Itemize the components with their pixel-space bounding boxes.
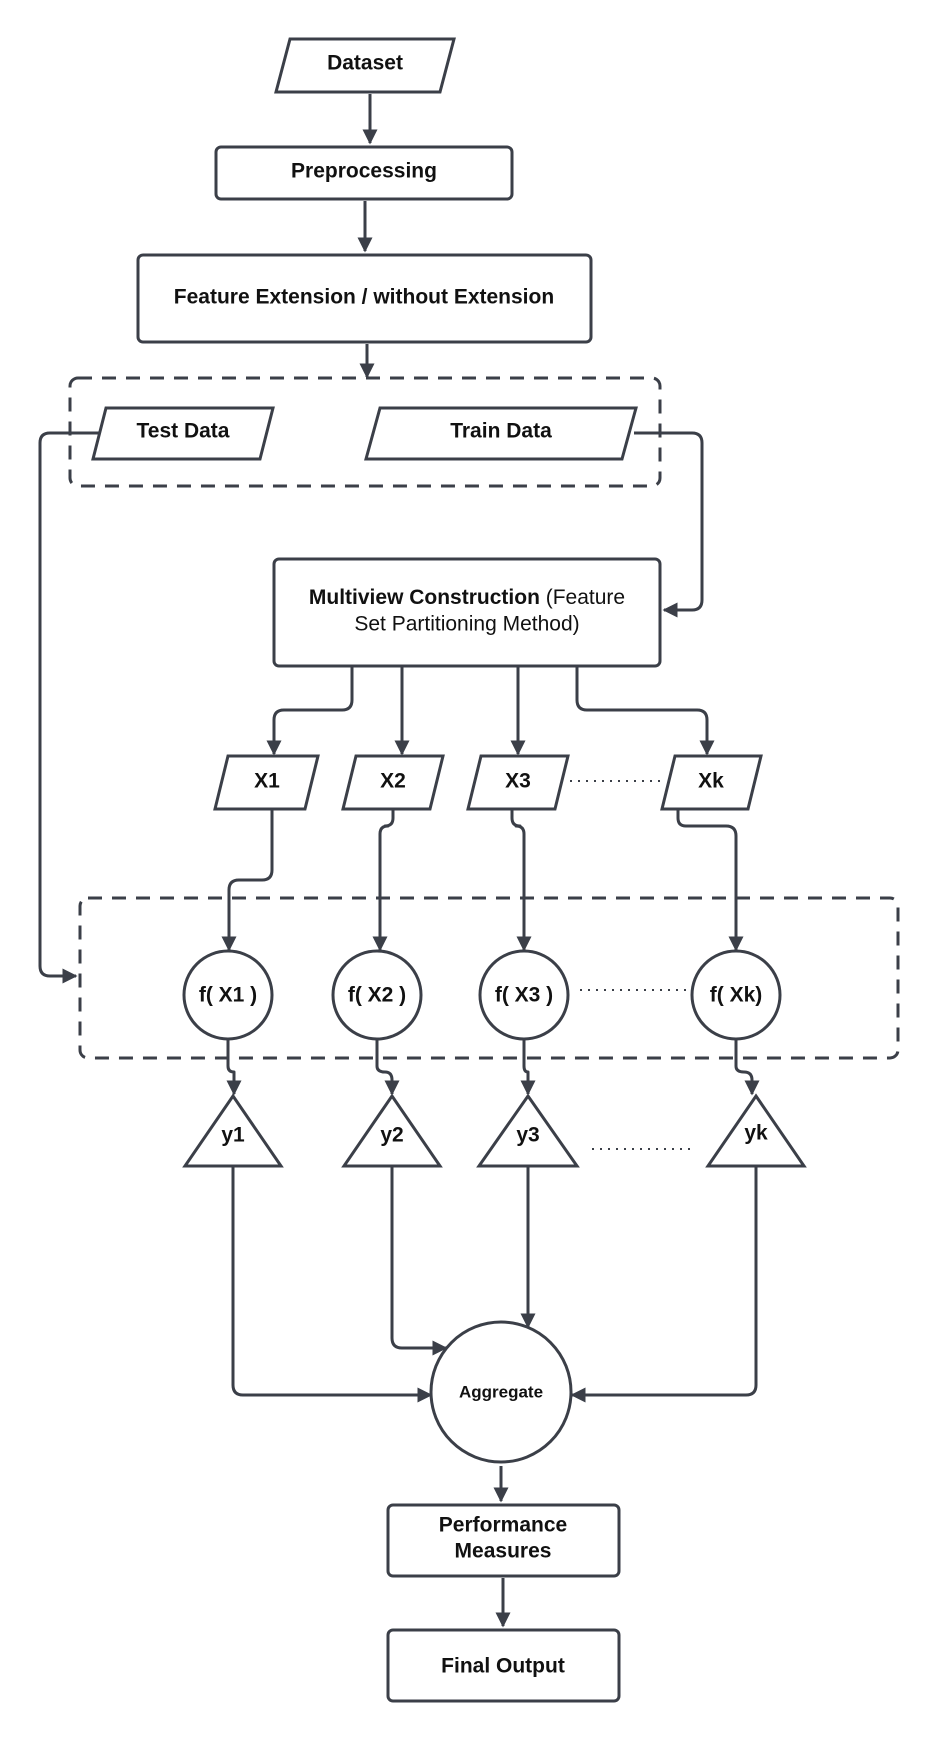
edge-multiview-xk xyxy=(575,665,715,756)
edge-testdata-models xyxy=(38,431,103,984)
test-data-node: Test Data xyxy=(91,406,275,461)
train-data-label: Train Data xyxy=(450,420,552,443)
view-xk-label: Xk xyxy=(698,770,724,793)
view-x1-node: X1 xyxy=(213,754,320,811)
multiview-bold-text: Multiview Construction xyxy=(309,586,540,609)
output-y3-label: y3 xyxy=(516,1124,539,1147)
model-fx2-node: f( X2 ) xyxy=(331,949,423,1041)
edge-fx3-y3 xyxy=(520,1039,536,1096)
preprocessing-label: Preprocessing xyxy=(291,160,437,183)
edge-traindata-multiview xyxy=(634,431,704,618)
edge-fx1-y1 xyxy=(226,1039,242,1096)
performance-measures-node: Performance Measures xyxy=(386,1503,621,1578)
edge-fxk-yk xyxy=(734,1039,760,1096)
edge-yk-aggregate xyxy=(570,1166,758,1403)
train-data-node: Train Data xyxy=(364,406,638,461)
edge-y1-aggregate xyxy=(231,1166,433,1403)
model-fx2-label: f( X2 ) xyxy=(348,984,406,1007)
edge-multiview-x1 xyxy=(266,665,354,756)
data-split-group xyxy=(68,376,662,488)
edge-x2-fx2 xyxy=(372,809,395,952)
aggregate-node: Aggregate xyxy=(429,1320,573,1464)
feature-extension-node: Feature Extension / without Extension xyxy=(136,253,593,344)
output-y2-node: y2 xyxy=(341,1093,443,1168)
model-fx1-label: f( X1 ) xyxy=(199,984,257,1007)
aggregate-label: Aggregate xyxy=(459,1383,543,1402)
performance-label-line2: Measures xyxy=(455,1540,552,1563)
output-y3-node: y3 xyxy=(476,1093,580,1168)
model-fxk-node: f( Xk) xyxy=(690,949,782,1041)
multiview-label-line1: Multiview Construction (Feature xyxy=(309,586,625,609)
multiview-rest-text: (Feature xyxy=(540,586,625,609)
dataset-node: Dataset xyxy=(274,37,456,94)
view-x1-label: X1 xyxy=(254,770,280,793)
multiview-label-line2: Set Partitioning Method) xyxy=(354,613,579,636)
edges xyxy=(38,94,760,1628)
view-xk-node: Xk xyxy=(660,754,763,811)
test-data-label: Test Data xyxy=(137,420,230,443)
view-x2-node: X2 xyxy=(341,754,445,811)
models-group xyxy=(78,896,900,1060)
edge-x3-fx3 xyxy=(510,809,532,952)
multiview-construction-node: Multiview Construction (Feature Set Part… xyxy=(272,557,662,668)
model-fx3-label: f( X3 ) xyxy=(495,984,553,1007)
output-y1-label: y1 xyxy=(221,1124,245,1147)
feature-extension-label: Feature Extension / without Extension xyxy=(174,286,554,309)
edge-y2-aggregate xyxy=(390,1166,448,1356)
final-output-node: Final Output xyxy=(386,1628,621,1703)
performance-label-line1: Performance xyxy=(439,1514,567,1537)
output-y2-label: y2 xyxy=(380,1124,403,1147)
output-yk-label: yk xyxy=(744,1122,768,1145)
output-y1-node: y1 xyxy=(182,1093,284,1168)
final-output-label: Final Output xyxy=(441,1655,565,1678)
edge-fx2-y2 xyxy=(375,1039,400,1096)
output-yk-node: yk xyxy=(705,1093,807,1168)
view-x3-label: X3 xyxy=(505,770,531,793)
model-fx3-node: f( X3 ) xyxy=(478,949,570,1041)
edge-x1-fx1 xyxy=(221,809,274,952)
dataset-label: Dataset xyxy=(327,52,403,75)
edge-xk-fxk xyxy=(676,809,744,952)
view-x3-node: X3 xyxy=(466,754,570,811)
preprocessing-node: Preprocessing xyxy=(214,145,514,201)
model-fx1-node: f( X1 ) xyxy=(182,949,274,1041)
model-fxk-label: f( Xk) xyxy=(710,984,763,1007)
view-x2-label: X2 xyxy=(380,770,406,793)
